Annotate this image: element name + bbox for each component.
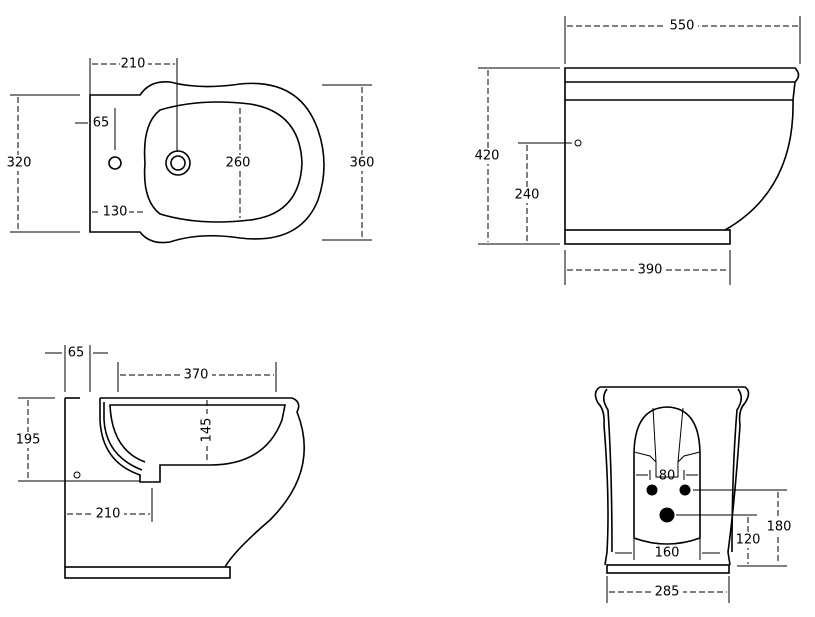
- dim-label: 370: [184, 368, 209, 383]
- waste-hole: [659, 507, 675, 523]
- rear-elevation-view: [594, 386, 787, 603]
- dim-label: 65: [93, 116, 110, 131]
- dim-label: 550: [670, 19, 695, 34]
- dim-label: 120: [736, 533, 761, 548]
- dim-label: 180: [767, 520, 792, 535]
- dim-label: 160: [655, 546, 680, 561]
- dim-label: 390: [638, 263, 663, 278]
- dim-label: 210: [121, 57, 146, 72]
- fixing-hole: [679, 484, 691, 496]
- dim-label: 65: [68, 346, 85, 361]
- section-view: [18, 345, 306, 579]
- dim-label: 360: [350, 156, 375, 171]
- dim-label: 145: [200, 418, 215, 443]
- dim-label: 80: [659, 469, 676, 484]
- dim-label: 260: [226, 156, 251, 171]
- dim-label: 130: [103, 205, 128, 220]
- side-elevation-view: [478, 16, 801, 285]
- dim-label: 285: [655, 585, 680, 600]
- dim-label: 420: [475, 149, 500, 164]
- top-plan-view: [10, 58, 372, 244]
- dim-label: 210: [96, 507, 121, 522]
- dim-label: 320: [7, 156, 32, 171]
- fixing-hole: [646, 484, 658, 496]
- dim-label: 240: [515, 188, 540, 203]
- dim-label: 195: [16, 433, 41, 448]
